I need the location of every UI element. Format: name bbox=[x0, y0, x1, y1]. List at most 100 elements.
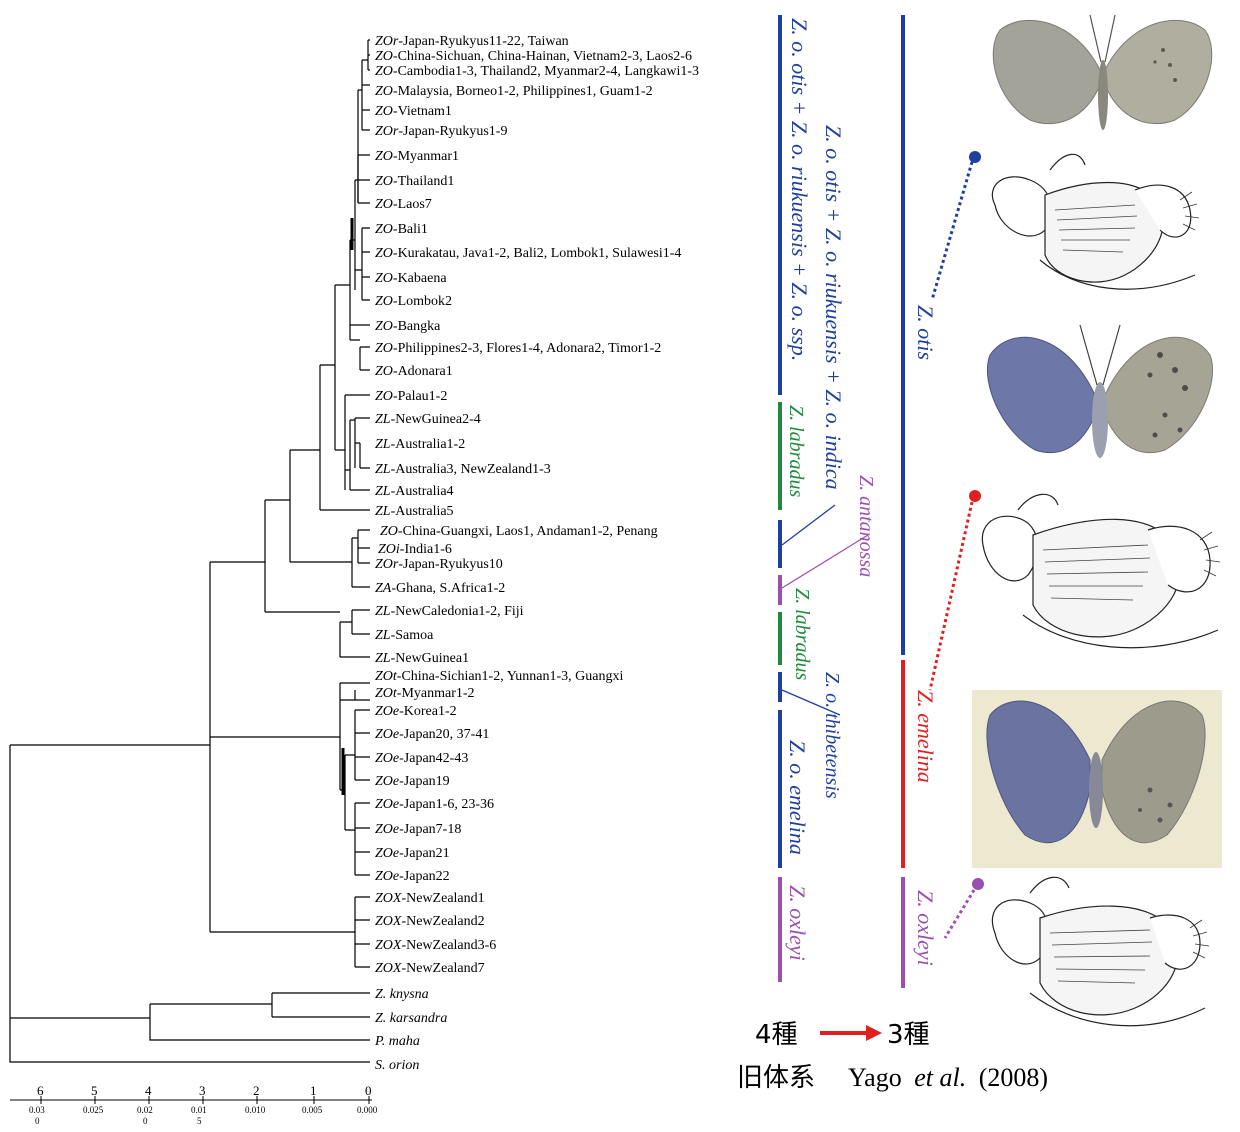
tip-label-text: -China-Guangxi, Laos1, Andaman1-2, Penan… bbox=[398, 524, 658, 539]
tip-label-text: -Australia1-2 bbox=[391, 437, 466, 452]
label-antanossa: Z. antanossa bbox=[855, 475, 877, 577]
tip-label-text: -NewZealand2 bbox=[401, 914, 484, 929]
tip-label-text: -Palau1-2 bbox=[393, 389, 447, 404]
tip-label-text: -Japan42-43 bbox=[399, 751, 468, 766]
tip-label: ZOe-Japan1-6, 23-36 bbox=[375, 797, 494, 812]
scale-sub-label: 0.02 bbox=[137, 1105, 153, 1115]
tip-label: ZO-Thailand1 bbox=[375, 174, 454, 189]
label-oxleyi-old: Z. oxleyi bbox=[785, 885, 810, 961]
tip-label: ZOr-Japan-Ryukyus1-9 bbox=[375, 124, 507, 139]
tip-label-abbrev: ZO bbox=[380, 524, 398, 539]
tree-branch bbox=[289, 449, 352, 563]
tip-label-abbrev: ZOX bbox=[375, 938, 402, 953]
legend-citation: Yago et al. (2008) bbox=[848, 1063, 1048, 1092]
tip-label-text: -China-Sichian1-2, Yunnan1-3, Guangxi bbox=[397, 669, 624, 684]
tree-branch bbox=[354, 709, 370, 781]
tip-label-abbrev: ZOr bbox=[375, 124, 399, 139]
dotted-line-emelina bbox=[928, 501, 974, 691]
citation-etal: et al. bbox=[914, 1063, 966, 1092]
tip-label-abbrev: ZOe bbox=[375, 774, 399, 789]
tip-label-abbrev: ZO bbox=[375, 294, 393, 309]
tip-label-text: -Cambodia1-3, Thailand2, Myanmar2-4, Lan… bbox=[393, 64, 699, 79]
citation-author: Yago bbox=[848, 1063, 902, 1092]
citation-year: (2008) bbox=[979, 1063, 1048, 1092]
scale-sub-label: 0.025 bbox=[83, 1105, 104, 1115]
tip-label: ZO-Kabaena bbox=[375, 271, 447, 286]
arrow-head-icon bbox=[866, 1025, 882, 1041]
tree-branch bbox=[351, 537, 370, 588]
tip-label: ZOe-Japan21 bbox=[375, 846, 450, 861]
tip-label: ZO-Myanmar1 bbox=[375, 149, 459, 164]
label-emelina-old: Z. o. emelina bbox=[785, 740, 810, 855]
tip-label-abbrev: ZOX bbox=[375, 891, 402, 906]
tree-branch bbox=[149, 992, 370, 1041]
tip-label-abbrev: ZOe bbox=[375, 797, 399, 812]
tip-label-abbrev: ZOr bbox=[375, 34, 399, 49]
tip-label: ZA-Ghana, S.Africa1-2 bbox=[375, 581, 505, 596]
tip-label-abbrev: ZO bbox=[375, 104, 393, 119]
legend-old-count: 4種 bbox=[755, 1020, 798, 1050]
scale-sub-label-2: 0 bbox=[35, 1116, 40, 1126]
tip-label-abbrev: ZOe bbox=[375, 704, 399, 719]
tree-branch bbox=[349, 419, 370, 491]
tip-label: ZO-China-Sichuan, China-Hainan, Vietnam2… bbox=[375, 49, 692, 64]
tip-label-text: -Korea1-2 bbox=[399, 704, 457, 719]
tree-branch bbox=[354, 896, 370, 968]
connector-indica bbox=[781, 504, 836, 546]
tip-label-text: -Bali1 bbox=[393, 222, 428, 237]
tip-label-text: -NewCaledonia1-2, Fiji bbox=[391, 604, 524, 619]
legend-new-count: 3種 bbox=[887, 1020, 930, 1050]
specimen-connectors bbox=[928, 151, 984, 939]
tip-label-text: -NewGuinea1 bbox=[391, 651, 470, 666]
tip-label: ZL-Samoa bbox=[375, 628, 434, 643]
tip-label-abbrev: S. orion bbox=[375, 1058, 419, 1073]
tip-label-abbrev: Z. karsandra bbox=[375, 1011, 447, 1026]
tip-label-text: -Adonara1 bbox=[393, 364, 453, 379]
scale-label: 3 bbox=[199, 1083, 206, 1098]
tip-label-abbrev: ZL bbox=[375, 462, 391, 477]
tip-label-abbrev: ZL bbox=[375, 437, 391, 452]
tip-label-text: -Ghana, S.Africa1-2 bbox=[391, 581, 505, 596]
genitalia-drawing-emelina bbox=[981, 493, 1221, 649]
connector-antanossa bbox=[781, 534, 869, 589]
scale-label: 6 bbox=[37, 1083, 44, 1098]
tip-label-abbrev: ZL bbox=[375, 604, 391, 619]
scale-sub-label: 0.03 bbox=[29, 1105, 45, 1115]
tree-branch bbox=[10, 744, 210, 1019]
tree-branch bbox=[264, 499, 340, 613]
scale-sub-label: 0.010 bbox=[245, 1105, 266, 1115]
genitalia-drawing-oxleyi bbox=[991, 876, 1210, 1027]
tip-label: ZOe-Japan7-18 bbox=[375, 822, 461, 837]
tip-label: ZOt-China-Sichian1-2, Yunnan1-3, Guangxi bbox=[375, 669, 623, 684]
tip-label-text: -Vietnam1 bbox=[393, 104, 452, 119]
tip-label-abbrev: ZO bbox=[375, 64, 393, 79]
tip-label-text: -Kabaena bbox=[393, 271, 447, 286]
tip-label-abbrev: ZL bbox=[375, 412, 391, 427]
tip-label: P. maha bbox=[374, 1034, 420, 1049]
tip-label: ZOt-Myanmar1-2 bbox=[375, 686, 475, 701]
tip-label-abbrev: ZOX bbox=[375, 961, 402, 976]
tree-branch bbox=[354, 802, 370, 876]
label-labradus-1: Z. labradus bbox=[785, 405, 807, 497]
genitalia-drawing-otis bbox=[991, 153, 1200, 290]
legend: 4種 3種 旧体系 Yago et al. (2008) bbox=[737, 1020, 1048, 1093]
tip-label-abbrev: ZOX bbox=[375, 914, 402, 929]
tip-label: ZOX-NewZealand2 bbox=[375, 914, 485, 929]
tree-branch bbox=[339, 609, 370, 658]
tree-branch bbox=[210, 683, 341, 790]
connector-thibetensis bbox=[781, 689, 841, 716]
tip-label-abbrev: ZO bbox=[375, 49, 393, 64]
tip-label-text: -Kurakatau, Java1-2, Bali2, Lombok1, Sul… bbox=[393, 246, 682, 261]
tip-label-text: -China-Sichuan, China-Hainan, Vietnam2-3… bbox=[393, 49, 692, 64]
tip-label-text: -NewZealand1 bbox=[401, 891, 484, 906]
label-otis-indica: Z. o. otis + Z. o. riukuensis + Z. o. in… bbox=[821, 125, 846, 490]
tip-label-text: -Japan-Ryukyus1-9 bbox=[398, 124, 507, 139]
tip-label-text: -Laos7 bbox=[393, 197, 432, 212]
butterfly-image-otis bbox=[992, 14, 1213, 130]
tip-label: ZL-Australia3, NewZealand1-3 bbox=[375, 462, 551, 477]
tip-label: ZOe-Japan19 bbox=[375, 774, 450, 789]
tip-label: ZO-Malaysia, Borneo1-2, Philippines1, Gu… bbox=[375, 84, 653, 99]
tip-label-abbrev: ZOe bbox=[375, 869, 399, 884]
tip-label-abbrev: ZOi bbox=[378, 542, 400, 557]
tip-label-text: -Japan7-18 bbox=[399, 822, 461, 837]
